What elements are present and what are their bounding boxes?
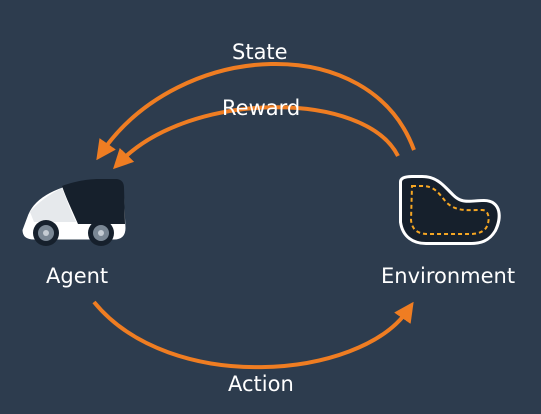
state-arrow — [96, 62, 416, 161]
car-icon — [21, 179, 127, 246]
race-track-icon — [399, 175, 501, 245]
reward-label: Reward — [222, 96, 301, 120]
agent-label: Agent — [46, 264, 109, 288]
action-label: Action — [228, 372, 294, 396]
action-arrow — [92, 300, 414, 370]
reward-arrow — [113, 105, 400, 170]
environment-label: Environment — [381, 264, 516, 288]
state-label: State — [232, 40, 288, 64]
